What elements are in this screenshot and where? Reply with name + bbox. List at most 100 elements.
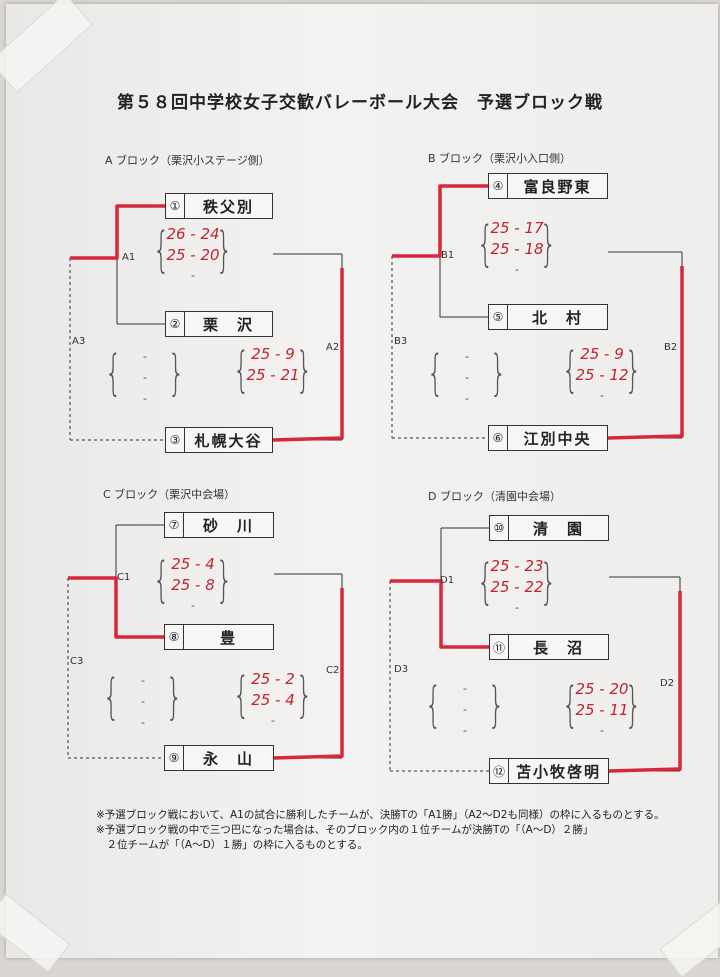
set-score: 25 - 12	[575, 366, 629, 384]
left-brace: {	[152, 552, 170, 608]
set-score: 25 - 9	[580, 345, 624, 363]
set-score: -	[600, 389, 604, 402]
block-label: A ブロック（栗沢小ステージ側）	[105, 154, 270, 167]
left-brace: {	[561, 677, 579, 733]
set-score: -	[143, 392, 147, 405]
team-name: 苫小牧啓明	[515, 762, 601, 781]
set-score: 25 - 22	[490, 578, 544, 596]
right-brace: }	[168, 345, 186, 401]
set-score: 25 - 4	[251, 691, 295, 709]
right-brace: }	[540, 554, 558, 610]
match-label: C2	[326, 665, 340, 676]
team-number: ⑥	[489, 426, 508, 450]
set-score: -	[271, 714, 275, 727]
team-name: 砂 川	[202, 516, 254, 535]
set-score: -	[141, 716, 145, 729]
set-score: -	[515, 263, 519, 276]
score-group: {}---	[105, 345, 185, 411]
set-score: 25 - 11	[575, 701, 629, 719]
team-number: ①	[166, 194, 185, 218]
score-group: {}25 - 2 25 - 4 -	[233, 667, 313, 733]
right-brace: }	[296, 342, 314, 398]
set-score: -	[141, 695, 145, 708]
left-brace: {	[476, 216, 494, 272]
team-number: ③	[166, 428, 185, 452]
team-number: ⑤	[489, 305, 508, 329]
set-score: 25 - 17	[490, 219, 544, 237]
note-2: ※予選ブロック戦の中で三つ巴になった場合は、そのブロック内の１位チームが決勝Tの…	[96, 824, 594, 836]
team-box: ⑦ 砂 川	[164, 512, 274, 538]
set-score: -	[515, 601, 519, 614]
set-score: 25 - 23	[490, 557, 544, 575]
set-score: 25 - 8	[171, 576, 215, 594]
right-brace: }	[216, 552, 234, 608]
left-brace: {	[232, 342, 250, 398]
right-brace: }	[625, 677, 643, 733]
team-name: 江別中央	[523, 429, 592, 448]
team-name: 富良野東	[523, 177, 592, 196]
set-score: 26 - 24	[166, 225, 220, 243]
team-number: ④	[489, 174, 508, 198]
match-label: D3	[394, 664, 409, 675]
team-name: 札幌大谷	[194, 431, 263, 450]
team-name: 豊	[219, 628, 237, 647]
team-box: ⑥ 江別中央	[488, 425, 608, 451]
set-score: 25 - 20	[575, 680, 629, 698]
set-score: -	[465, 392, 469, 405]
left-brace: {	[232, 667, 250, 723]
team-number: ⑦	[165, 513, 184, 537]
set-score: 25 - 2	[251, 670, 295, 688]
page-title: 第５８回中学校女子交歓バレーボール大会 予選ブロック戦	[117, 93, 603, 113]
left-brace: {	[424, 677, 442, 733]
set-score: -	[465, 371, 469, 384]
right-brace: }	[216, 222, 234, 278]
winner-marker	[607, 266, 684, 440]
score-group: {}---	[427, 345, 507, 411]
team-number: ⑨	[165, 746, 184, 770]
right-brace: }	[540, 216, 558, 272]
score-group: {}---	[425, 677, 505, 743]
right-brace: }	[296, 667, 314, 723]
match-label: C3	[70, 656, 84, 667]
match-label: A1	[122, 252, 136, 263]
team-number: ⑫	[490, 759, 509, 783]
note-1: ※予選ブロック戦において、A1の試合に勝利したチームが、決勝Tの「A1勝」（A2…	[96, 809, 665, 821]
set-score: -	[463, 724, 467, 737]
match-label: C1	[117, 572, 131, 583]
match-label: A3	[72, 336, 86, 347]
team-box: ④ 富良野東	[488, 173, 608, 199]
set-score: 25 - 4	[171, 555, 215, 573]
note-3: ２位チームが「（A〜D）１勝」の枠に入るものとする。	[96, 839, 368, 851]
block-label: B ブロック（栗沢小入口側）	[428, 152, 572, 165]
match-label: D2	[660, 678, 675, 689]
team-number: ②	[166, 312, 185, 336]
set-score: -	[143, 371, 147, 384]
winner-marker	[608, 591, 682, 773]
set-score: -	[465, 350, 469, 363]
team-box: ② 栗 沢	[165, 311, 273, 337]
left-brace: {	[426, 345, 444, 401]
team-number: ⑧	[165, 625, 184, 649]
set-score: -	[463, 682, 467, 695]
team-name: 栗 沢	[202, 315, 254, 334]
winner-marker	[68, 576, 164, 639]
block-label: C ブロック（栗沢中会場）	[103, 488, 236, 501]
winner-marker	[392, 184, 488, 258]
paper-sheet	[6, 4, 718, 958]
match-label: A2	[326, 342, 340, 353]
left-brace: {	[561, 342, 579, 398]
match-label: D1	[440, 575, 455, 586]
match-label: B1	[441, 250, 455, 261]
team-name: 長 沼	[532, 638, 584, 657]
team-box: ③ 札幌大谷	[165, 427, 273, 453]
